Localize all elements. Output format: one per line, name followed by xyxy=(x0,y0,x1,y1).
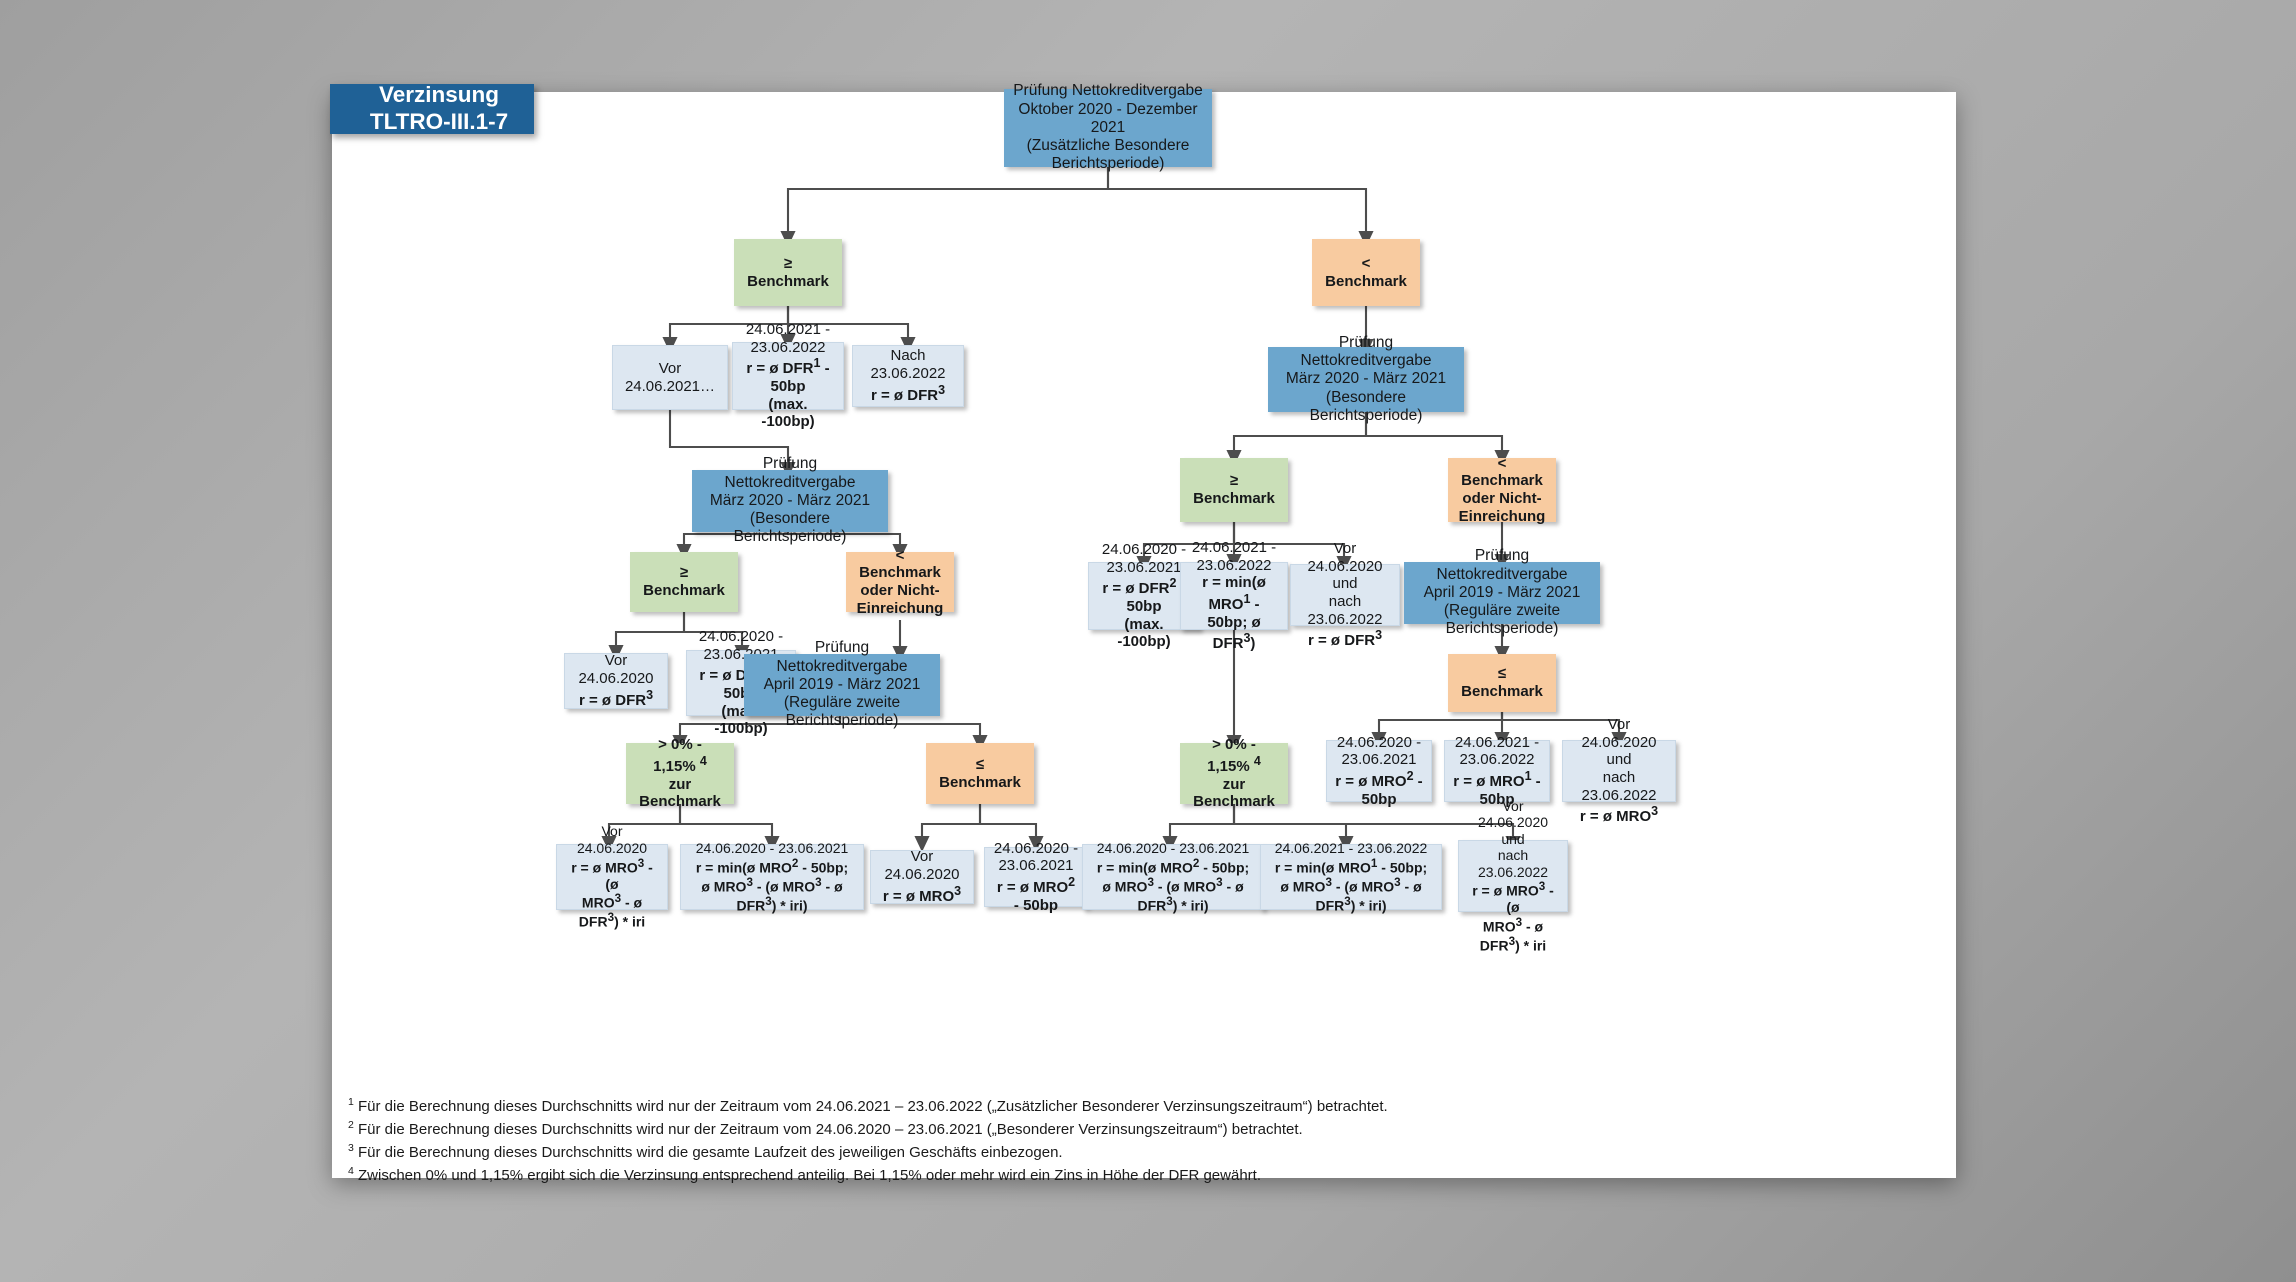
footnote-marker: 2 xyxy=(348,1118,354,1131)
node-text: ≥ Benchmark xyxy=(643,564,725,599)
footnote-text: Für die Berechnung dieses Durchschnitts … xyxy=(358,1120,1303,1138)
node-text: ≥ Benchmark xyxy=(747,254,829,290)
footnote-marker: 1 xyxy=(348,1096,354,1108)
node-left-benchmark-ge[interactable]: ≥ Benchmark xyxy=(734,239,842,306)
footnote-2: 2 Für die Berechnung dieses Durchschnitt… xyxy=(348,1118,1908,1141)
node-l1-before[interactable]: Vor 24.06.2021… xyxy=(612,345,728,410)
node-right-benchmark-lt[interactable]: < Benchmark xyxy=(1312,239,1420,306)
node-text: Vor 24.06.2021… xyxy=(624,359,716,395)
footnote-text: Für die Berechnung dieses Durchschnitts … xyxy=(358,1098,1388,1115)
footnote-marker: 3 xyxy=(348,1141,354,1154)
node-r4-benchmark-le[interactable]: ≤ Benchmark xyxy=(1448,654,1556,712)
node-text: ≥ Benchmark xyxy=(1193,472,1275,507)
flowchart: Verzinsung TLTRO-III.1-7 Prüfung Nettokr… xyxy=(330,82,1956,1178)
slide-canvas: Verzinsung TLTRO-III.1-7 Prüfung Nettokr… xyxy=(330,82,1956,1184)
footnote-1: 1 Für die Berechnung dieses Durchschnitt… xyxy=(348,1095,1908,1118)
node-text: < Benchmark xyxy=(1325,254,1407,290)
node-l2-benchmark-ge[interactable]: ≥ Benchmark xyxy=(630,552,738,612)
footnote-marker: 4 xyxy=(348,1164,354,1177)
footnote-4: 4 Zwischen 0% und 1,15% ergibt sich die … xyxy=(348,1164,1908,1187)
node-text: ≤ Benchmark xyxy=(1461,665,1543,700)
node-text: ≤ Benchmark xyxy=(939,755,1021,791)
title-badge-label: Verzinsung TLTRO-III.1-7 xyxy=(369,82,509,134)
footnote-3: 3 Für die Berechnung dieses Durchschnitt… xyxy=(348,1141,1908,1164)
footnotes: 1 Für die Berechnung dieses Durchschnitt… xyxy=(348,1095,1908,1187)
footnote-text: Zwischen 0% und 1,15% ergibt sich die Ve… xyxy=(358,1166,1261,1184)
footnote-text: Für die Berechnung dieses Durchschnitts … xyxy=(358,1143,1063,1161)
title-badge: Verzinsung TLTRO-III.1-7 xyxy=(330,82,534,134)
node-r2-benchmark-ge[interactable]: ≥ Benchmark xyxy=(1180,458,1288,522)
node-l3-benchmark-le[interactable]: ≤ Benchmark xyxy=(926,743,1034,804)
